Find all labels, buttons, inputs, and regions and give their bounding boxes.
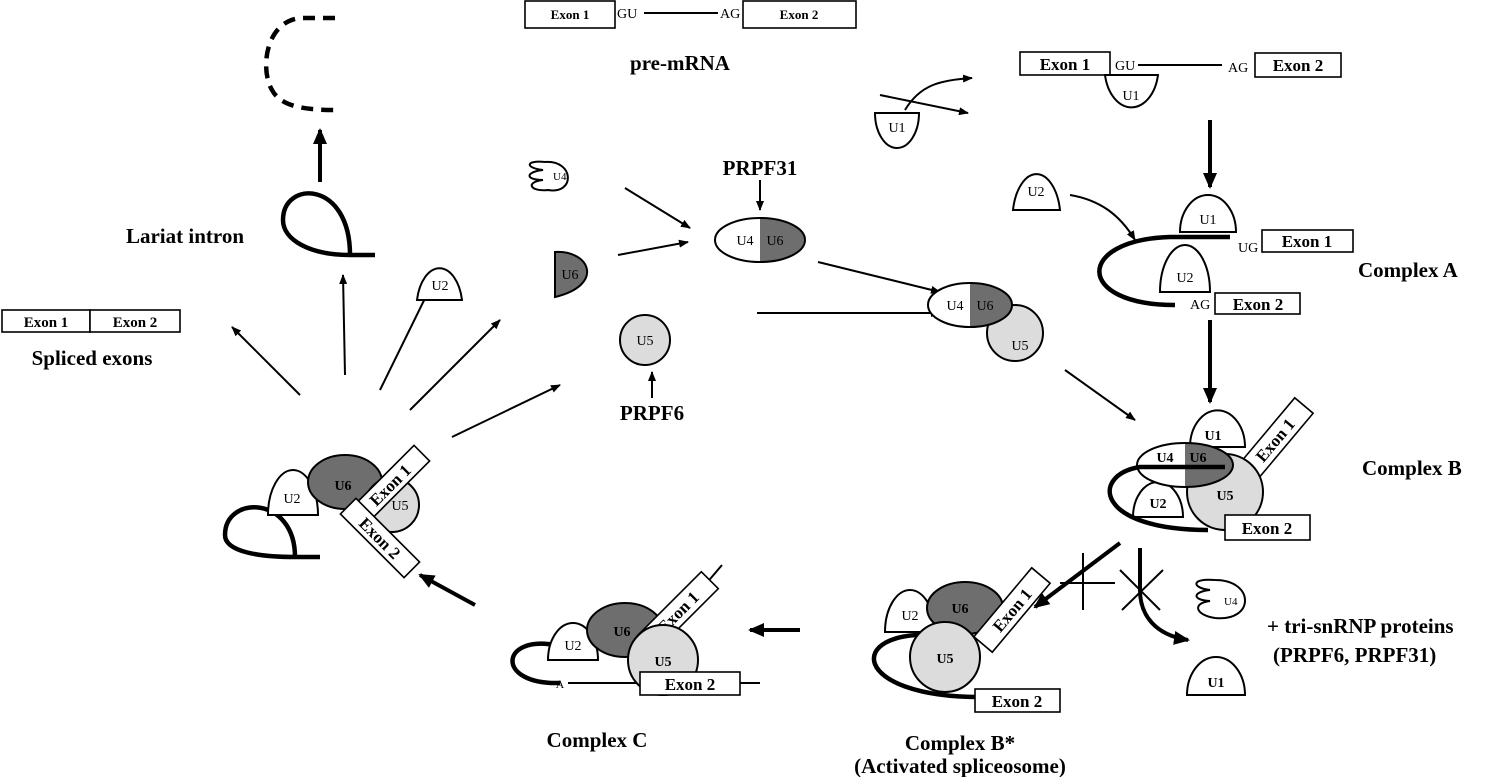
u1-label: U1 (1207, 676, 1224, 691)
exon2-label: Exon 2 (113, 315, 158, 331)
u4-snrnp: U4 (528, 160, 569, 192)
u5-label: U5 (936, 652, 953, 667)
u4-label: U4 (1224, 596, 1238, 608)
tri-snrnp: U4 U6 U5 (927, 282, 1044, 362)
arrow (231, 326, 301, 396)
lariat-intron: Lariat intron (126, 191, 375, 258)
complex-b-star: U2 U6 Exon 1 U5 Exon 2 Complex B* (Activ… (854, 566, 1066, 777)
u5-label: U5 (1216, 489, 1233, 504)
gu-label: GU (617, 7, 637, 22)
arrow (617, 239, 689, 256)
u6-label: U6 (976, 299, 993, 314)
u5-label: U5 (636, 334, 653, 349)
u6-snrnp: U6 (554, 250, 588, 299)
exon2-label: Exon 2 (1233, 295, 1284, 314)
ag-label: AG (1190, 298, 1210, 313)
u5-label: U5 (391, 499, 408, 514)
u2-label: U2 (564, 639, 581, 654)
u2-label: U2 (283, 492, 300, 507)
pre-mrna: Exon 1 GU AG Exon 2 pre-mRNA (524, 0, 857, 75)
x-mark-icon (1060, 553, 1115, 610)
u6-label: U6 (334, 479, 351, 494)
exon2-label: Exon 2 (1242, 519, 1293, 538)
x-mark-icon (1119, 569, 1164, 611)
activated-spliceosome-label: (Activated spliceosome) (854, 754, 1066, 777)
u2-label: U2 (431, 279, 448, 294)
ag-label: AG (1228, 61, 1248, 76)
arrow (817, 261, 941, 294)
u5-snrnp: U5 (619, 314, 671, 366)
complex-b-star-label: Complex B* (905, 731, 1015, 755)
arrow (451, 384, 561, 438)
u4-label: U4 (946, 299, 963, 314)
released-u4: U4 (1195, 578, 1246, 620)
exon1-label: Exon 1 (551, 7, 590, 22)
prpf31-label: PRPF31 (723, 156, 798, 180)
u4-label: U4 (553, 171, 567, 183)
u1-label: U1 (1204, 429, 1221, 444)
gu-label: GU (1115, 59, 1135, 74)
curved-arrow (904, 74, 973, 111)
branch-point-a-label: A (556, 677, 565, 691)
prpf-proteins-label: (PRPF6, PRPF31) (1273, 643, 1436, 667)
u2-snrnp: U2 (1011, 173, 1062, 211)
u5-label: U5 (1011, 339, 1028, 354)
spliced-exons: Exon 1 Exon 2 Spliced exons (1, 309, 181, 370)
u6-label: U6 (561, 268, 578, 283)
u1-snrnp: U1 (873, 112, 921, 149)
complex-b: Exon 1 U1 U5 U2 U4 U6 Exon 2 Complex B (1107, 396, 1462, 541)
u2-label: U2 (1176, 271, 1193, 286)
u1-label: U1 (1199, 213, 1216, 228)
exon2-label: Exon 2 (780, 7, 819, 22)
complex-a: U1 Exon 1 UG U2 AG Exon 2 Complex A (1097, 194, 1459, 315)
exon2-label: Exon 2 (665, 675, 716, 694)
arrow (418, 573, 476, 607)
spliced-exons-label: Spliced exons (32, 346, 153, 370)
exon1-label: Exon 1 (24, 315, 69, 331)
exon1-label: Exon 1 (1282, 232, 1333, 251)
release-arrow (1138, 548, 1190, 645)
u1-label: U1 (888, 121, 905, 136)
lariat-intron-label: Lariat intron (126, 224, 244, 248)
u2-label: U2 (901, 609, 918, 624)
complex-c-label: Complex C (547, 728, 648, 752)
u4-label: U4 (1156, 451, 1173, 466)
complex-a-label: Complex A (1358, 258, 1459, 282)
degraded-intron (263, 15, 336, 113)
pre-mrna-label: pre-mRNA (630, 51, 731, 75)
u6-label: U6 (951, 602, 968, 617)
arrow (1064, 369, 1136, 421)
u6-label: U6 (1189, 451, 1206, 466)
post-spliceosomal-complex: U2 U6 U5 Exon 1 Exon 2 (222, 444, 431, 579)
arrow (409, 319, 501, 411)
free-u2: U2 (415, 267, 464, 301)
tri-snrnp-proteins-label: + tri-snRNP proteins (1267, 614, 1454, 638)
complex-c: U2 U6 Exon 1 U5 A Exon 2 Complex C (510, 564, 760, 752)
complex-b-label: Complex B (1362, 456, 1462, 480)
arrow (339, 274, 348, 376)
ug-label: UG (1238, 241, 1258, 256)
ag-label: AG (720, 7, 740, 22)
exon2-label: Exon 2 (1273, 56, 1324, 75)
u5-label: U5 (654, 655, 671, 670)
u2-label: U2 (1149, 497, 1166, 512)
exon2-label: Exon 2 (992, 692, 1043, 711)
curved-arrow (1069, 194, 1136, 241)
u6-label: U6 (766, 234, 783, 249)
u4-u6-di-snrnp: U4 U6 (714, 217, 806, 263)
u4-label: U4 (736, 234, 753, 249)
u2-label: U2 (1027, 185, 1044, 200)
exon1-label: Exon 1 (1040, 55, 1091, 74)
blocked-arrow (1033, 541, 1122, 609)
u6-label: U6 (613, 625, 630, 640)
u1-bound-pre-mrna: Exon 1 GU AG Exon 2 U1 (1019, 51, 1342, 109)
prpf6-label: PRPF6 (620, 401, 684, 425)
u1-label: U1 (1122, 89, 1139, 104)
arrow (879, 94, 969, 116)
arrow (624, 187, 691, 229)
released-u1: U1 (1185, 656, 1247, 696)
